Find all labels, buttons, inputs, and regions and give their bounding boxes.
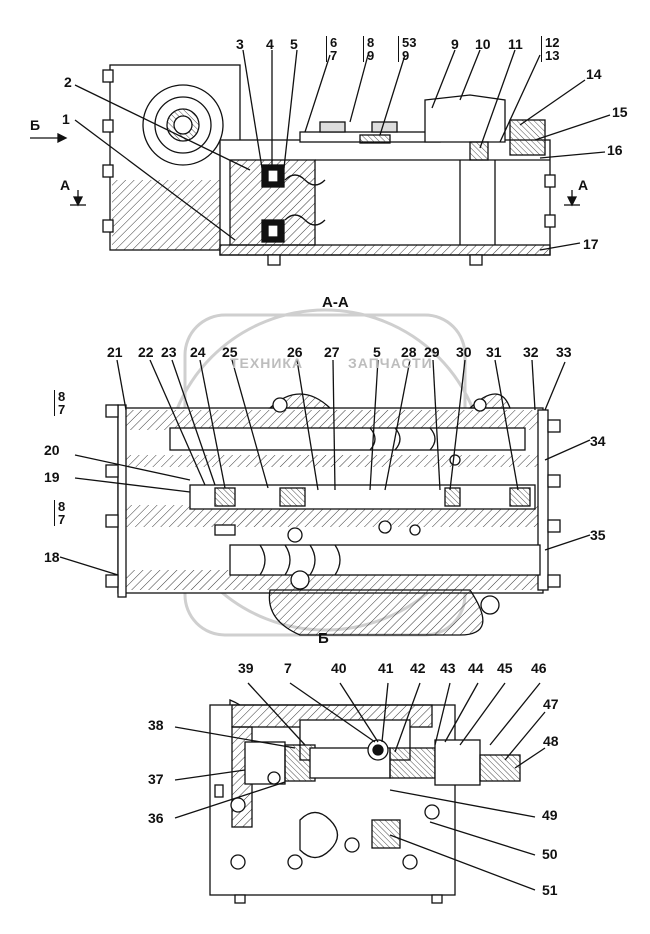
callout: 34 [590, 433, 606, 449]
callout: 2 [64, 74, 72, 90]
top-view [30, 49, 611, 266]
callout: 48 [543, 733, 559, 749]
callout: 31 [486, 344, 502, 360]
callout: 3 [236, 36, 244, 52]
callout: 49 [542, 807, 558, 823]
watermark-right: ЗАПЧАСТИ [348, 355, 433, 371]
callout: 45 [497, 660, 513, 676]
callout: 19 [44, 469, 60, 485]
callout: 18 [44, 549, 60, 565]
callout: 51 [542, 882, 558, 898]
callout: 5 [373, 344, 381, 360]
callout: 23 [161, 344, 177, 360]
callout: 43 [440, 660, 456, 676]
callout: 36 [148, 810, 164, 826]
callout: 46 [531, 660, 547, 676]
callout: 1 [62, 111, 70, 127]
callout: 39 [238, 660, 254, 676]
callout: 22 [138, 344, 154, 360]
callout: 47 [543, 696, 559, 712]
callout: 32 [523, 344, 539, 360]
callout: 7 [284, 660, 292, 676]
callout: 4 [266, 36, 274, 52]
callout: 21 [107, 344, 123, 360]
callout: 38 [148, 717, 164, 733]
callout: 16 [607, 142, 623, 158]
section-aa-title: А-А [322, 294, 349, 311]
callout: 33 [556, 344, 572, 360]
callout: 14 [586, 66, 602, 82]
callout: 10 [475, 36, 491, 52]
callout: 15 [612, 104, 628, 120]
callout: 50 [542, 846, 558, 862]
callout: 37 [148, 771, 164, 787]
callout: 42 [410, 660, 426, 676]
view-b-title: Б [318, 630, 329, 647]
callout: 30 [456, 344, 472, 360]
callout: 40 [331, 660, 347, 676]
callout: 17 [583, 236, 599, 252]
callout: 9 [451, 36, 459, 52]
callout: 35 [590, 527, 606, 543]
callout: 41 [378, 660, 394, 676]
section-aa-view [59, 359, 591, 636]
callout: 24 [190, 344, 206, 360]
callout: 27 [324, 344, 340, 360]
callout: 25 [222, 344, 238, 360]
callout: 26 [287, 344, 303, 360]
arrow-a-right-label: А [578, 177, 589, 193]
arrow-b-label: Б [30, 117, 41, 133]
view-b [174, 682, 546, 904]
callout: 29 [424, 344, 440, 360]
callout: 20 [44, 442, 60, 458]
callout: 44 [468, 660, 484, 676]
callout: 11 [508, 36, 523, 52]
callout: 28 [401, 344, 417, 360]
arrow-a-left-label: А [60, 177, 71, 193]
callout: 5 [290, 36, 298, 52]
watermark-left: ТЕХНИКА [230, 355, 304, 371]
